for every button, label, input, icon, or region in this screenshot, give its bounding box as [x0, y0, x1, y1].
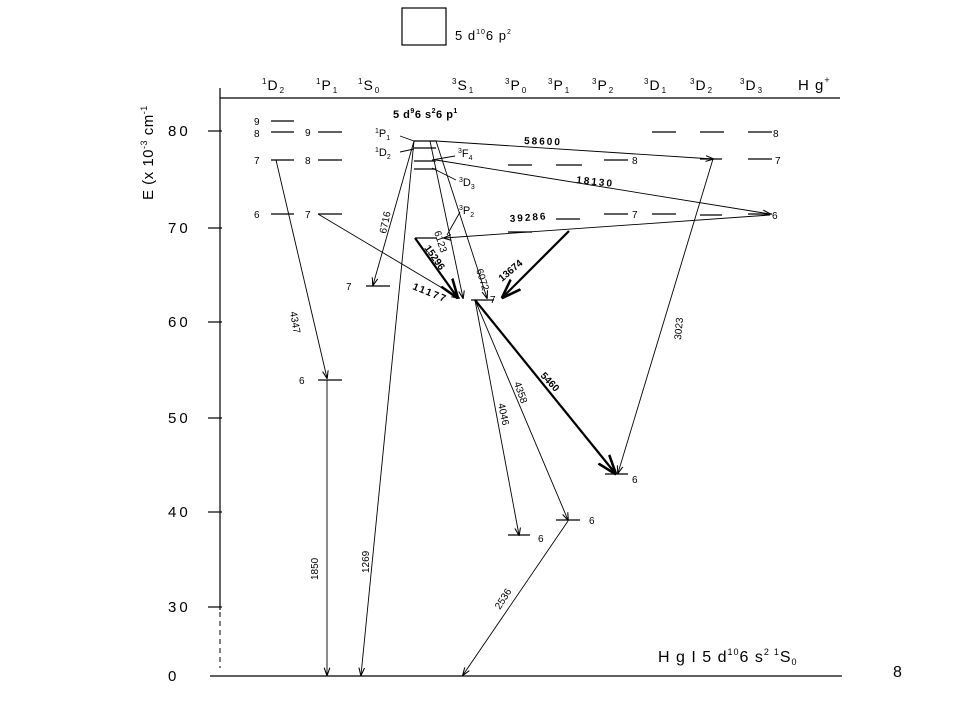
series-term-6: 3P2 — [592, 77, 614, 95]
y-tick-label: 40 — [168, 504, 191, 521]
transition-arrow — [361, 140, 415, 675]
level-number-label: 7 — [305, 210, 311, 221]
transition-arrow — [474, 299, 519, 535]
transition-arrow — [435, 140, 487, 298]
transition-arrows — [275, 140, 771, 675]
core-term-labels: 1P1 1D2 3F4 3D3 3P2 — [375, 128, 475, 236]
wavelength-label: 18130 — [576, 175, 615, 190]
core-term-1: 1D2 — [375, 147, 391, 161]
series-term-7: 3D1 — [644, 77, 667, 95]
level-number-label: 7 — [346, 282, 352, 293]
level-number-label: 8 — [632, 156, 638, 167]
wavelength-label: 4046 — [495, 402, 510, 426]
series-term-9: 3D3 — [740, 77, 763, 95]
transition-arrow — [474, 299, 568, 520]
level-number-label: 6 — [632, 475, 638, 486]
series-term-4: 3P0 — [505, 77, 527, 95]
series-term-0: 1D2 — [262, 77, 285, 95]
level-number-label: 7 — [254, 156, 260, 167]
page-number: 8 — [893, 664, 902, 681]
series-term-5: 3P1 — [548, 77, 570, 95]
transition-arrow — [474, 299, 615, 473]
ion-label: H g+ — [798, 75, 831, 94]
wavelength-label: 3023 — [673, 317, 686, 341]
series-header: 1D2 1P1 1S0 3S1 3P0 3P1 3P2 3D1 3D2 3D3 — [262, 77, 763, 95]
series-term-8: 3D2 — [690, 77, 713, 95]
wavelength-label: 11177 — [411, 282, 449, 306]
level-number-label: 8 — [773, 129, 779, 140]
transition-arrow — [317, 213, 459, 298]
core-term-4: 3P2 — [459, 205, 474, 219]
y-tick-label: 80 — [168, 123, 191, 140]
series-term-1: 1P1 — [316, 77, 338, 95]
term-connector — [431, 155, 456, 161]
level-number-label: 8 — [254, 129, 260, 140]
wavelength-label: 4347 — [287, 311, 302, 335]
y-tick-label: 60 — [168, 314, 191, 331]
level-number-label: 6 — [254, 210, 260, 221]
wavelength-label: 1269 — [361, 550, 372, 573]
level-number-label: 7 — [775, 156, 781, 167]
transition-arrow — [414, 237, 457, 297]
transition-arrow — [435, 159, 770, 214]
level-number-label: 6 — [538, 534, 544, 545]
core-term-2: 3F4 — [458, 148, 473, 162]
level-number-label: 9 — [305, 128, 311, 139]
transition-arrow — [275, 159, 327, 378]
core-config-label: 5 d96 s26 p1 — [393, 108, 458, 121]
series-term-2: 1S0 — [358, 77, 380, 95]
config-box — [401, 7, 447, 46]
wavelength-label: 39286 — [509, 211, 547, 225]
transition-arrow — [373, 140, 415, 285]
y-tick-label: 50 — [168, 410, 191, 427]
transition-arrow — [444, 214, 771, 238]
level-number-label: 7 — [490, 295, 496, 306]
wavelength-label: 6072 — [473, 268, 490, 293]
term-connector — [399, 135, 415, 142]
energy-levels — [271, 120, 772, 536]
transition-arrow — [618, 158, 714, 473]
y-axis-ticks: 80 70 60 50 40 30 0 — [168, 123, 222, 685]
level-number-label: 6 — [589, 516, 595, 527]
config-label: 5 d106 p2 — [455, 28, 512, 43]
y-axis-label: E (x 10-3 cm-1 — [139, 105, 157, 200]
level-number-label: 7 — [632, 210, 638, 221]
y-tick-label: 30 — [168, 599, 191, 616]
transition-arrow — [463, 520, 569, 675]
series-term-3: 3S1 — [452, 77, 474, 95]
core-term-3: 3D3 — [459, 177, 475, 191]
level-number-label: 6 — [772, 211, 778, 222]
transition-arrow — [429, 140, 463, 298]
wavelength-label: 58600 — [524, 136, 562, 148]
wavelength-label: 1850 — [310, 557, 321, 580]
y-tick-label: 70 — [168, 220, 191, 237]
transition-arrow — [503, 230, 570, 297]
transition-arrow — [435, 140, 713, 159]
level-number-label: 8 — [305, 156, 311, 167]
wavelength-label: 6716 — [378, 210, 393, 234]
core-term-0: 1P1 — [375, 128, 390, 142]
wavelength-label: 13674 — [497, 258, 526, 285]
wavelength-label: 2536 — [493, 587, 514, 612]
level-number-label: 6 — [299, 376, 305, 387]
y-tick-label: 0 — [168, 668, 179, 685]
level-number-label: 9 — [254, 117, 260, 128]
